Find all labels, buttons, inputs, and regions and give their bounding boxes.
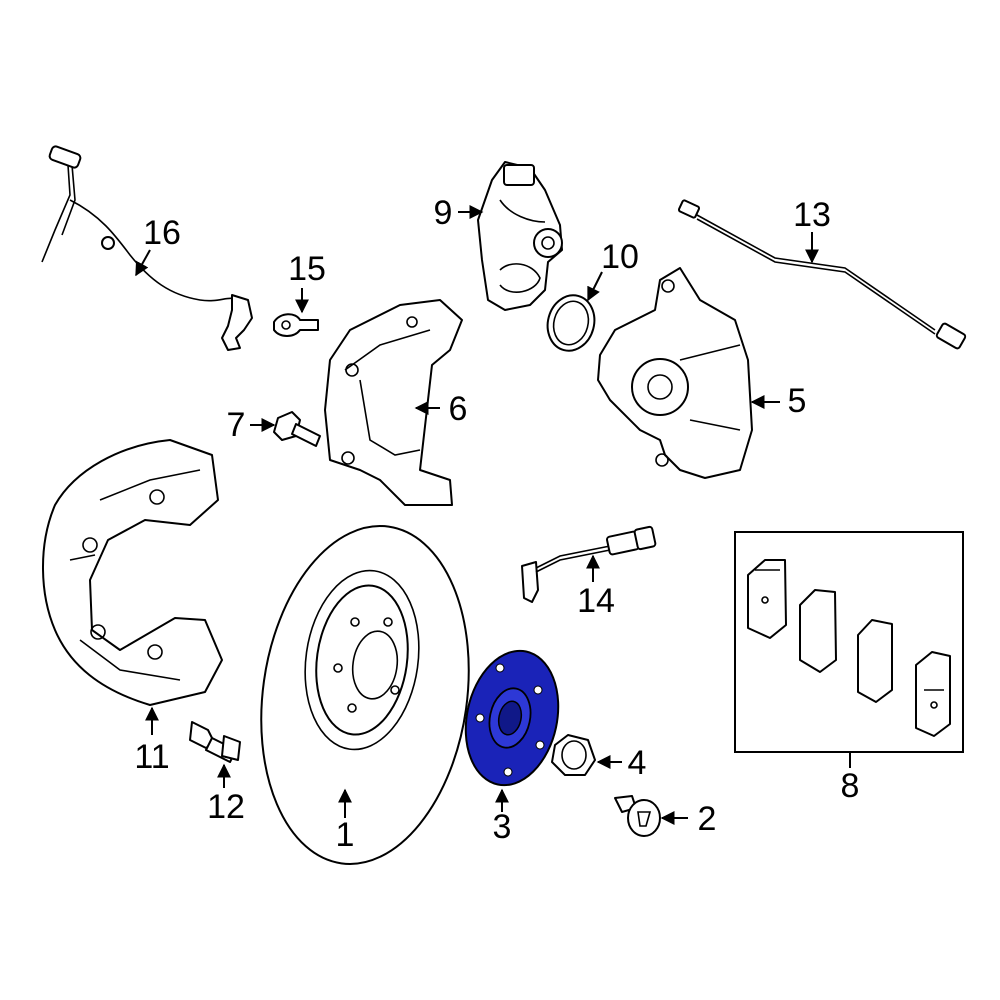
part-7-bracket-bolt[interactable] <box>273 411 321 447</box>
callout-10: 10 <box>601 238 639 276</box>
part-6-caliper-bracket[interactable] <box>324 299 463 506</box>
part-10-o-ring[interactable] <box>542 290 601 356</box>
part-16-abs-sensor-harness[interactable] <box>41 145 253 351</box>
part-5-brake-caliper[interactable] <box>597 267 753 479</box>
callout-7: 7 <box>227 406 246 444</box>
callout-6: 6 <box>449 390 468 428</box>
part-15-clip[interactable] <box>273 313 319 337</box>
callout-14: 14 <box>577 582 615 620</box>
callout-3: 3 <box>493 808 512 846</box>
part-1-brake-rotor[interactable] <box>240 512 489 877</box>
part-13-wear-sensor[interactable] <box>677 199 967 350</box>
callout-12: 12 <box>207 788 245 826</box>
callout-8: 8 <box>841 767 860 805</box>
part-2-rotor-screw[interactable] <box>614 795 661 837</box>
part-3-wheel-hub[interactable] <box>454 642 570 794</box>
callout-4: 4 <box>628 744 647 782</box>
part-8-brake-pad-set[interactable] <box>734 531 964 753</box>
callout-9: 9 <box>434 194 453 232</box>
part-14-wear-sensor[interactable] <box>521 525 657 603</box>
callout-13: 13 <box>793 196 831 234</box>
callout-5: 5 <box>788 382 807 420</box>
part-12-shield-bolt[interactable] <box>189 721 241 763</box>
callout-16: 16 <box>143 214 181 252</box>
callout-11: 11 <box>134 738 169 776</box>
callout-1: 1 <box>336 816 355 854</box>
part-4-axle-nut[interactable] <box>551 734 596 776</box>
callout-2: 2 <box>698 800 717 838</box>
part-9-actuator-motor[interactable] <box>477 161 563 311</box>
part-11-dust-shield[interactable] <box>42 439 223 706</box>
callout-15: 15 <box>288 250 326 288</box>
